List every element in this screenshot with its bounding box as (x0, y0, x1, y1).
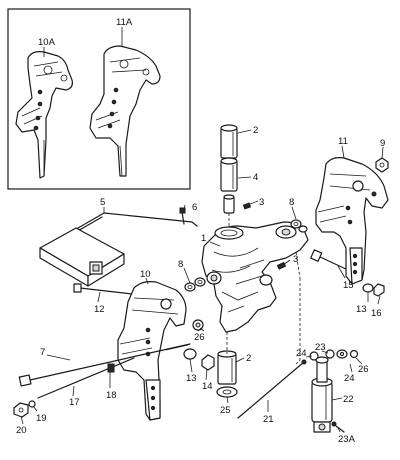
part-9-nut (375, 157, 389, 173)
part-8-washers-left (184, 277, 206, 292)
label-9: 9 (380, 138, 385, 149)
label-6: 6 (192, 202, 197, 213)
part-labels: 1 2 4 3 8 5 6 8 3 11 9 15 13 16 10 12 26… (16, 125, 385, 445)
label-24-left: 24 (296, 348, 307, 359)
label-26-right: 26 (358, 364, 369, 375)
label-26-left: 26 (194, 332, 205, 343)
label-20: 20 (16, 425, 27, 436)
label-7: 7 (40, 347, 45, 358)
part-2-upper-sleeve (220, 124, 238, 159)
label-21: 21 (263, 414, 274, 425)
label-3-upper: 3 (259, 197, 264, 208)
part-3-pin-mid (276, 261, 287, 270)
label-1: 1 (201, 233, 206, 244)
part-19-washer (28, 400, 36, 408)
label-23A: 23A (338, 434, 356, 445)
label-23: 23 (315, 342, 326, 353)
part-7-long-bolt (18, 343, 191, 387)
part-15-bolt (310, 249, 349, 271)
label-15: 15 (343, 280, 354, 291)
label-11: 11 (338, 136, 348, 147)
part-20-nut (13, 402, 29, 418)
part-17-rod (37, 357, 135, 399)
part-18-pin (107, 363, 115, 373)
part-2-lower-sleeve (217, 350, 237, 385)
part-11-right-bracket (315, 157, 389, 285)
part-6-pin (179, 207, 186, 225)
part-5-tilt-lever (39, 212, 198, 287)
part-13-14-left-nuts (183, 348, 215, 371)
part-4-sleeve (220, 157, 238, 192)
label-3-mid: 3 (293, 254, 298, 265)
part-bushing-small (223, 194, 235, 214)
part-8-washers-right (290, 219, 308, 233)
label-2-lower: 2 (246, 353, 251, 364)
label-10a: 10A (38, 37, 56, 48)
part-21-rod (237, 359, 307, 419)
part-13-16-right-nut (362, 283, 385, 297)
label-5: 5 (100, 197, 105, 208)
label-17: 17 (69, 397, 80, 408)
label-24-right: 24 (344, 373, 355, 384)
label-12: 12 (94, 304, 105, 315)
label-19: 19 (36, 413, 47, 424)
label-22: 22 (343, 394, 354, 405)
bracket-10a (15, 51, 73, 179)
alignment-lines (226, 213, 301, 365)
label-10: 10 (140, 269, 151, 280)
part-23a-pin (331, 421, 345, 433)
label-13-right: 13 (356, 304, 367, 315)
leader-lines (20, 129, 384, 433)
part-12-bolt (73, 283, 133, 295)
label-14: 14 (202, 381, 213, 392)
label-2-upper: 2 (253, 125, 258, 136)
part-22-cylinder (311, 356, 333, 433)
label-13-left: 13 (186, 373, 197, 384)
part-1-swivel-bracket (201, 221, 309, 333)
part-25-washer (216, 386, 238, 398)
label-18: 18 (106, 390, 117, 401)
label-4: 4 (253, 172, 258, 183)
label-8-right: 8 (289, 197, 294, 208)
part-23-24-26-right (309, 349, 359, 361)
label-8-left: 8 (178, 259, 183, 270)
label-11a: 11A (116, 17, 133, 28)
part-10-left-bracket (117, 281, 187, 421)
inset-panel: 10A 11A (7, 8, 191, 190)
bracket-11a (89, 45, 161, 177)
label-25: 25 (220, 405, 231, 416)
label-16: 16 (371, 308, 382, 319)
part-3-pin-top (242, 202, 252, 210)
part-26-washer-left (192, 319, 204, 331)
